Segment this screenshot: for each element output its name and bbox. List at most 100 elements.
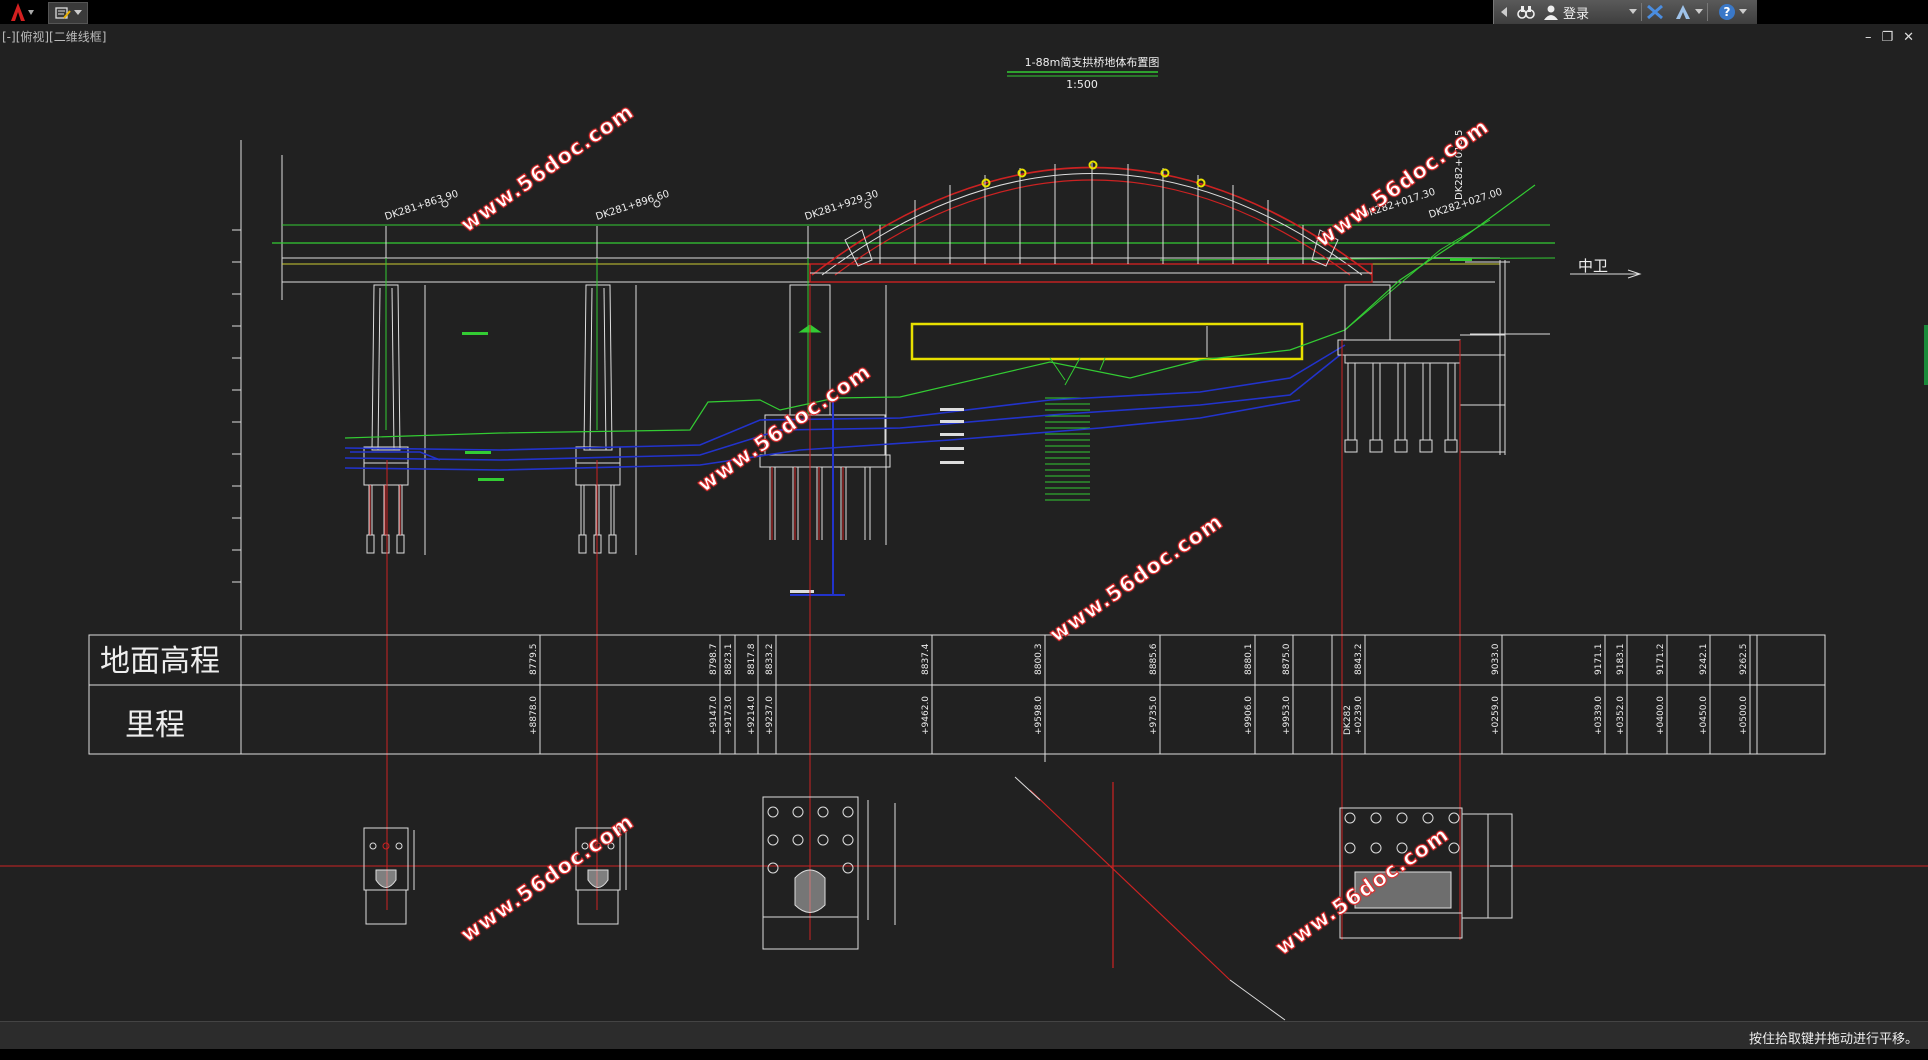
svg-text:+9906.0: +9906.0 xyxy=(1244,696,1254,735)
status-prompt: 按住拾取键并拖动进行平移。 xyxy=(1748,1032,1918,1047)
abutment-left xyxy=(759,284,891,545)
svg-text:+0400.0: +0400.0 xyxy=(1656,696,1666,735)
svg-text:+8878.0: +8878.0 xyxy=(529,696,539,735)
chevron-down-icon[interactable] xyxy=(1695,9,1704,15)
yellow-frame xyxy=(910,322,1304,361)
separator xyxy=(1641,3,1643,21)
plan-abutment-left xyxy=(762,796,896,950)
svg-text:8843.2: 8843.2 xyxy=(1354,644,1364,676)
login-link[interactable]: 登录 xyxy=(1563,6,1590,22)
svg-text:+9735.0: +9735.0 xyxy=(1149,696,1159,735)
abutment-right xyxy=(1337,260,1550,455)
svg-text:9183.1: 9183.1 xyxy=(1616,644,1626,676)
svg-text:+9147.0: +9147.0 xyxy=(709,696,719,735)
svg-text:+9953.0: +9953.0 xyxy=(1282,696,1292,735)
svg-text:8875.0: 8875.0 xyxy=(1282,643,1292,675)
svg-text:8800.3: 8800.3 xyxy=(1034,644,1044,676)
svg-text:8837.4: 8837.4 xyxy=(921,643,931,675)
ground-line-branch xyxy=(1344,219,1491,331)
restore-button[interactable]: ❐ xyxy=(1881,30,1894,45)
exchange-icon[interactable] xyxy=(1646,4,1664,20)
plan-abutment-right xyxy=(1339,807,1513,939)
user-icon xyxy=(1544,5,1558,20)
svg-text:+0500.0: +0500.0 xyxy=(1739,696,1749,735)
svg-text:9171.1: 9171.1 xyxy=(1594,644,1604,676)
station-label: DK281+929.30 xyxy=(804,189,880,223)
scroll-indicator[interactable] xyxy=(1924,325,1928,385)
svg-text:+9173.0: +9173.0 xyxy=(724,696,734,735)
svg-text:8833.2: 8833.2 xyxy=(765,644,775,676)
info-center-bar: 登录 ? xyxy=(1493,0,1757,24)
pile-tips-red xyxy=(369,467,844,540)
svg-text:9262.5: 9262.5 xyxy=(1739,644,1749,676)
collapse-arrow-icon[interactable] xyxy=(1499,6,1509,18)
svg-text:+0339.0: +0339.0 xyxy=(1594,696,1604,735)
svg-text:+0239.0: +0239.0 xyxy=(1354,696,1364,735)
pier-axis-lines xyxy=(386,285,1461,940)
quick-access-toolbar-button[interactable] xyxy=(48,2,88,24)
svg-text:9033.0: 9033.0 xyxy=(1491,643,1501,675)
svg-text:+0450.0: +0450.0 xyxy=(1699,696,1709,735)
minimize-button[interactable]: – xyxy=(1864,30,1872,45)
svg-text:8817.8: 8817.8 xyxy=(747,643,757,675)
chevron-down-icon[interactable] xyxy=(1629,9,1638,15)
svg-text:+9598.0: +9598.0 xyxy=(1034,696,1044,735)
elevation-values: 8779.5 8798.7 8823.1 8817.8 8833.2 8837.… xyxy=(529,643,1749,675)
water-level-hatch xyxy=(1045,397,1090,501)
axis-ticks xyxy=(232,229,241,583)
close-button[interactable]: ✕ xyxy=(1903,30,1914,45)
title-bar: 登录 ? xyxy=(0,0,1928,24)
svg-text:8880.1: 8880.1 xyxy=(1244,644,1254,676)
svg-text:+9462.0: +9462.0 xyxy=(921,696,931,735)
small-text-labels xyxy=(790,408,964,593)
orientation-leaders xyxy=(1014,776,1286,1021)
green-guides xyxy=(385,258,1106,430)
mileage-values: +8878.0 +9147.0 +9173.0 +9214.0 +9237.0 … xyxy=(529,696,1749,735)
pier-1 xyxy=(363,284,426,555)
arch-markers xyxy=(981,160,1206,188)
pier-2 xyxy=(575,284,637,555)
svg-text:9171.2: 9171.2 xyxy=(1656,644,1666,676)
binoculars-icon[interactable] xyxy=(1517,4,1535,20)
svg-text:8779.5: 8779.5 xyxy=(529,644,539,676)
deck-line-green-right xyxy=(1159,257,1556,261)
separator xyxy=(1707,3,1709,21)
chevron-down-icon[interactable] xyxy=(1739,9,1748,15)
direction-label: 中卫 xyxy=(1578,257,1608,275)
table-header-elevation: 地面高程 xyxy=(100,644,220,679)
svg-text:?: ? xyxy=(1724,5,1731,19)
geology-lines xyxy=(344,344,1346,471)
station-label: DK282+018.5 xyxy=(1454,130,1465,200)
svg-text:+0259.0: +0259.0 xyxy=(1491,696,1501,735)
svg-text:+0352.0: +0352.0 xyxy=(1616,696,1626,735)
arch-hangers xyxy=(879,163,1304,264)
plan-pier-1 xyxy=(363,827,415,925)
ground-line xyxy=(344,184,1536,439)
chevron-down-icon xyxy=(73,10,82,15)
svg-text:+9237.0: +9237.0 xyxy=(765,696,775,735)
direction-arrowhead xyxy=(1627,269,1642,279)
svg-text:8823.1: 8823.1 xyxy=(724,644,734,676)
drawing-title: 1-88m简支拱桥地体布置图 xyxy=(1025,55,1160,69)
profile-table xyxy=(88,634,1826,762)
svg-text:8798.7: 8798.7 xyxy=(709,644,719,676)
status-bar: 按住拾取键并拖动进行平移。 xyxy=(0,1021,1928,1050)
cad-drawing: 1-88m简支拱桥地体布置图 1:500 DK281+863.90 DK281+… xyxy=(0,55,1928,1021)
orientation-cross xyxy=(1029,782,1231,981)
autocad-logo-icon[interactable] xyxy=(0,0,44,24)
autodesk-a360-icon[interactable] xyxy=(1674,4,1692,20)
viewport-controls-label[interactable]: [-][俯视][二维线框] xyxy=(2,30,107,44)
svg-text:8885.6: 8885.6 xyxy=(1149,643,1159,675)
bottom-strip xyxy=(0,1049,1928,1060)
plan-pier-2 xyxy=(575,827,627,925)
station-leaders xyxy=(385,200,872,258)
drawing-window-controls: – ❐ ✕ xyxy=(1865,30,1914,45)
help-icon[interactable]: ? xyxy=(1718,3,1736,21)
small-annotations xyxy=(462,258,1472,481)
table-header-mileage: 里程 xyxy=(125,708,185,743)
svg-text:+9214.0: +9214.0 xyxy=(747,696,757,735)
toolbar-icon xyxy=(54,7,71,19)
drawing-scale: 1:500 xyxy=(1066,78,1098,91)
station-label: DK281+863.90 xyxy=(384,189,460,223)
svg-text:9242.1: 9242.1 xyxy=(1699,644,1709,676)
